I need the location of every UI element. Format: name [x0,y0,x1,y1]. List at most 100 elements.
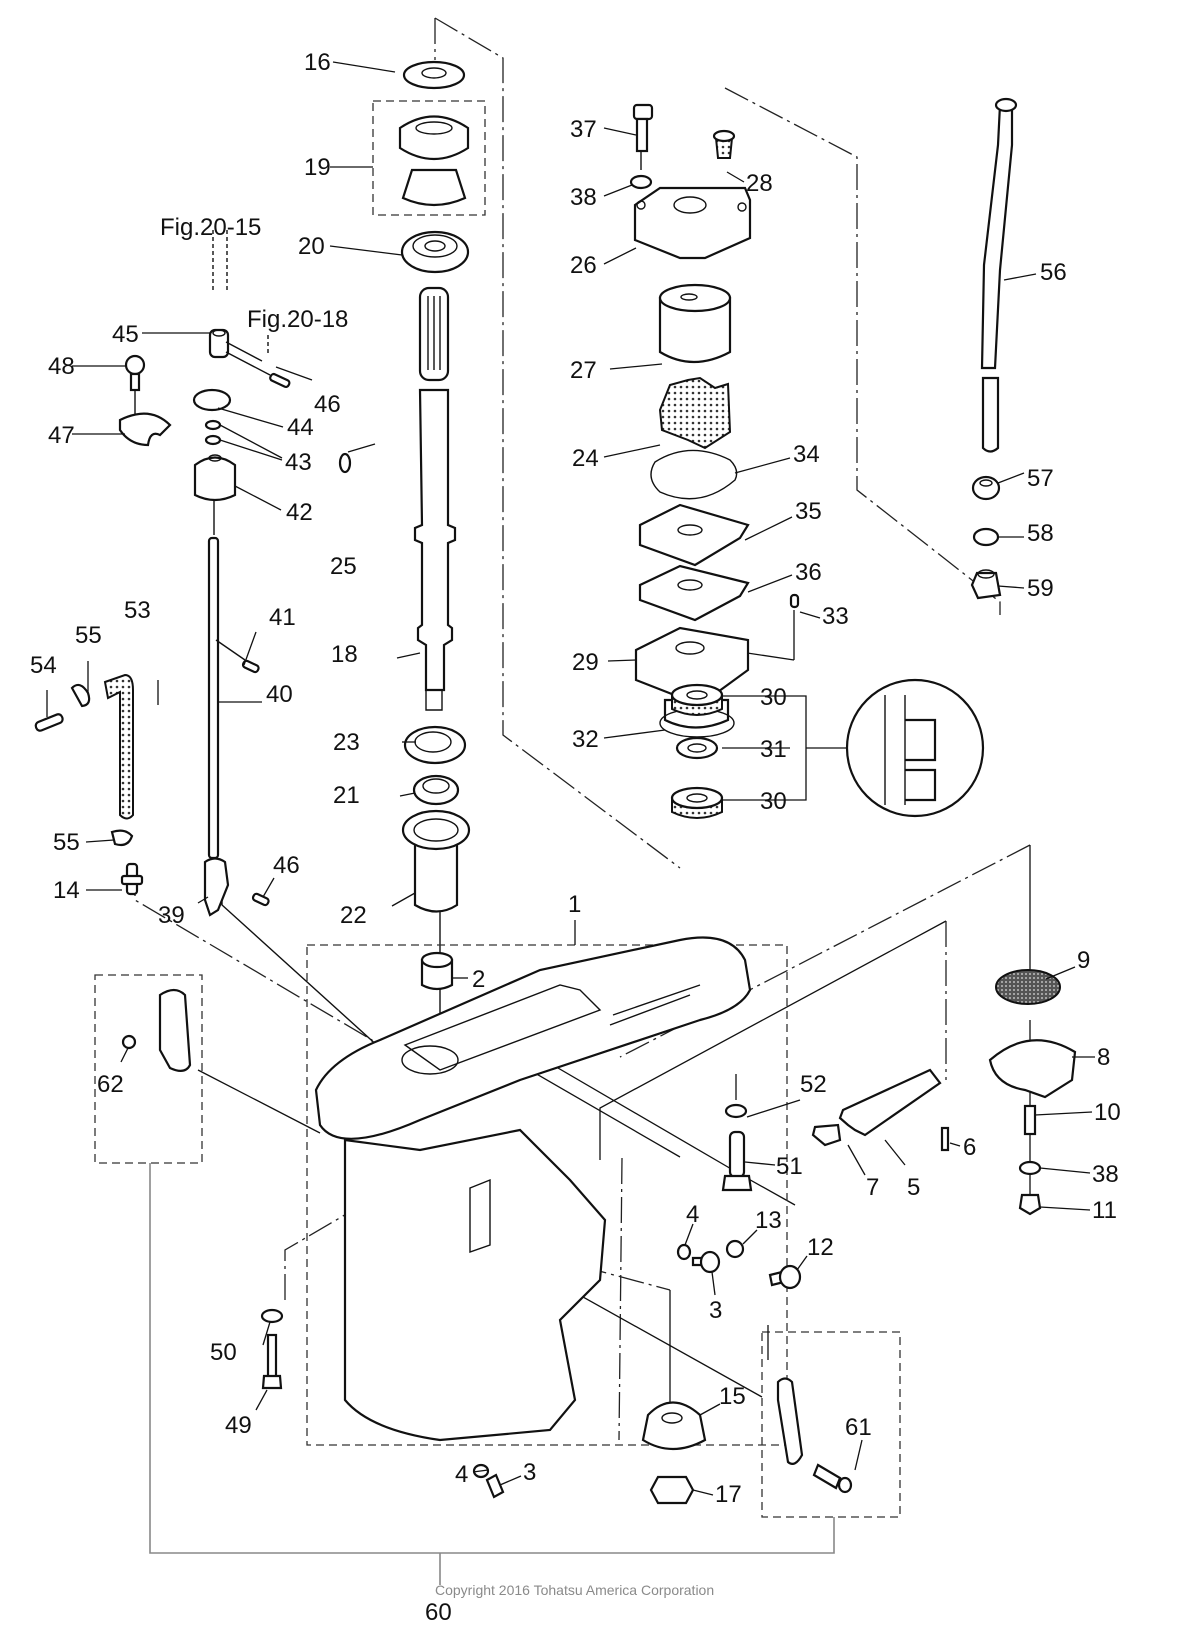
label-54[interactable]: 54 [30,652,57,679]
label-15[interactable]: 15 [719,1383,746,1410]
label-37[interactable]: 37 [570,116,597,143]
part-28-grommet [712,129,736,159]
label-45[interactable]: 45 [112,321,139,348]
label-30-upper[interactable]: 30 [760,684,787,711]
label-40[interactable]: 40 [266,681,293,708]
label-3-bottom[interactable]: 3 [523,1459,536,1486]
label-44[interactable]: 44 [287,414,314,441]
part-labels: 16 19 Fig.20-15 20 Fig.20-18 45 48 46 44… [30,49,1121,1626]
part-62-anode-plate [158,988,192,1072]
label-5[interactable]: 5 [907,1174,920,1201]
part-53-hose [103,673,134,820]
label-58[interactable]: 58 [1027,520,1054,547]
group-box-19 [372,100,486,216]
fig-ref-20-15[interactable]: Fig.20-15 [160,214,261,241]
part-25-key [338,452,352,474]
part-47-plate [118,412,172,447]
label-50[interactable]: 50 [210,1339,237,1366]
label-11[interactable]: 11 [1092,1197,1117,1224]
label-53[interactable]: 53 [124,597,151,624]
label-13[interactable]: 13 [755,1207,782,1234]
label-56[interactable]: 56 [1040,259,1067,286]
label-25[interactable]: 25 [330,553,357,580]
label-52[interactable]: 52 [800,1071,827,1098]
part-43-o-ring-b [204,434,222,446]
label-55-upper[interactable]: 55 [75,622,102,649]
label-38-lower[interactable]: 38 [1092,1161,1119,1188]
part-56-water-tube [980,103,1014,370]
label-62[interactable]: 62 [97,1071,124,1098]
label-9[interactable]: 9 [1077,947,1090,974]
label-36[interactable]: 36 [795,559,822,586]
part-30-oil-seal-lower [670,786,724,819]
label-12[interactable]: 12 [807,1234,834,1261]
label-23[interactable]: 23 [333,729,360,756]
part-33-dowel [789,593,800,609]
label-48[interactable]: 48 [48,353,75,380]
part-29-pump-base [634,626,750,707]
label-24[interactable]: 24 [572,445,599,472]
label-57[interactable]: 57 [1027,465,1054,492]
label-18[interactable]: 18 [331,641,358,668]
group-box-61 [761,1331,901,1518]
label-60[interactable]: 60 [425,1599,452,1626]
label-8[interactable]: 8 [1097,1044,1110,1071]
label-31[interactable]: 31 [760,736,787,763]
part-30-oil-seal-upper [670,683,724,716]
part-59-guide [970,569,1002,600]
part-42-guide [193,454,237,502]
part-14-nipple [120,862,144,896]
part-57-grommet [971,475,1001,501]
part-4-washer-side [676,1243,692,1261]
label-1[interactable]: 1 [568,891,581,918]
label-47[interactable]: 47 [48,422,75,449]
label-34[interactable]: 34 [793,441,820,468]
label-22[interactable]: 22 [340,902,367,929]
part-27-liner [658,283,732,363]
label-43[interactable]: 43 [285,449,312,476]
label-10[interactable]: 10 [1094,1099,1121,1126]
part-13-washer [725,1239,745,1259]
copyright-text: Copyright 2016 Tohatsu America Corporati… [435,1582,714,1598]
label-33[interactable]: 33 [822,603,849,630]
label-16[interactable]: 16 [304,49,331,76]
label-46-lower[interactable]: 46 [273,852,300,879]
label-2[interactable]: 2 [472,966,485,993]
label-30-lower[interactable]: 30 [760,788,787,815]
label-32[interactable]: 32 [572,726,599,753]
label-19[interactable]: 19 [304,154,331,181]
label-39[interactable]: 39 [158,902,185,929]
label-61[interactable]: 61 [845,1414,872,1441]
label-29[interactable]: 29 [572,649,599,676]
group-box-62 [94,974,203,1164]
label-7[interactable]: 7 [866,1174,879,1201]
label-46-upper[interactable]: 46 [314,391,341,418]
label-27[interactable]: 27 [570,357,597,384]
part-17-nut [649,1475,695,1505]
part-6-screw [940,1126,950,1152]
part-16-washer [402,60,466,90]
label-38-upper[interactable]: 38 [570,184,597,211]
label-3-side[interactable]: 3 [709,1297,722,1324]
part-40-shift-rod [207,536,220,860]
label-4-side[interactable]: 4 [686,1201,699,1228]
label-17[interactable]: 17 [715,1481,742,1508]
label-21[interactable]: 21 [333,782,360,809]
label-20[interactable]: 20 [298,233,325,260]
label-42[interactable]: 42 [286,499,313,526]
part-62-nut [121,1034,137,1050]
label-55-lower[interactable]: 55 [53,829,80,856]
fig-ref-20-18[interactable]: Fig.20-18 [247,306,348,333]
label-26[interactable]: 26 [570,252,597,279]
label-59[interactable]: 59 [1027,575,1054,602]
label-49[interactable]: 49 [225,1412,252,1439]
label-6[interactable]: 6 [963,1134,976,1161]
label-4-bottom[interactable]: 4 [455,1461,468,1488]
label-35[interactable]: 35 [795,498,822,525]
label-28[interactable]: 28 [746,170,773,197]
label-41[interactable]: 41 [269,604,296,631]
part-38-washer-lower [1018,1160,1042,1176]
label-51[interactable]: 51 [776,1153,803,1180]
label-14[interactable]: 14 [53,877,80,904]
